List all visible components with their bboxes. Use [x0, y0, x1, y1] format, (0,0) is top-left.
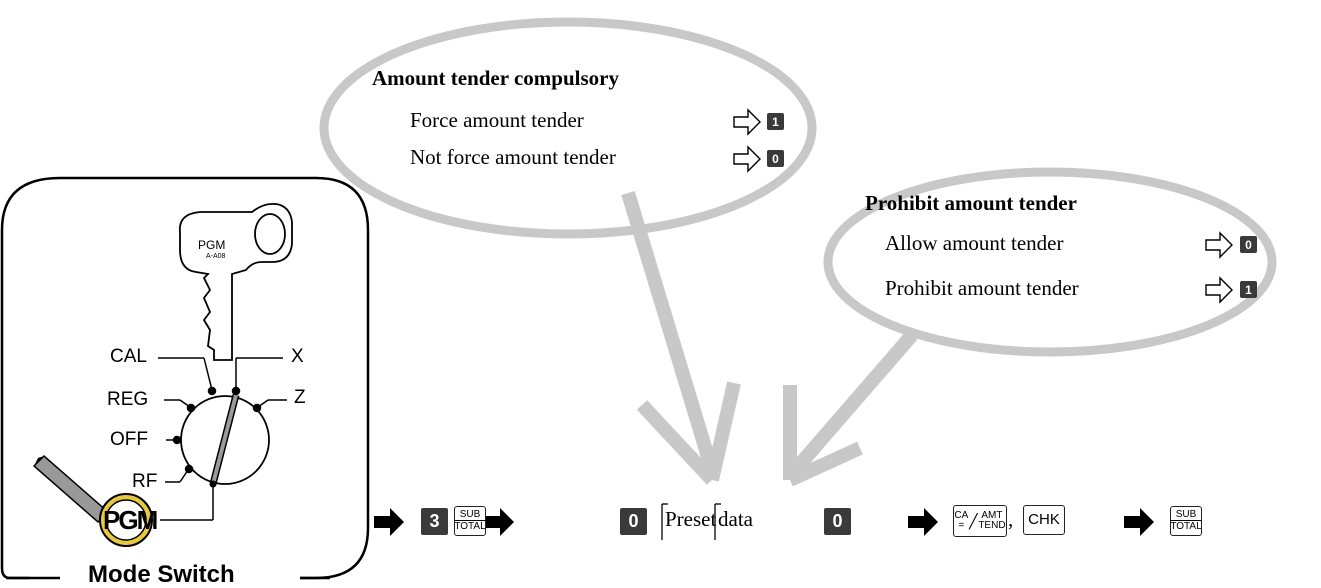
- position-cal[interactable]: CAL: [110, 346, 147, 367]
- option-force-label: Force amount tender: [410, 108, 584, 132]
- callout-force-title: Amount tender compulsory: [372, 66, 619, 90]
- mode-switch-caption: Mode Switch: [88, 561, 235, 588]
- equals-label: =: [958, 520, 965, 531]
- position-rf[interactable]: RF: [132, 471, 158, 492]
- final-subtotal-bottom: TOTAL: [1170, 520, 1202, 532]
- ca-label: CA: [954, 510, 969, 521]
- option-not-force-label: Not force amount tender: [410, 145, 616, 169]
- key-separator: ,: [1008, 507, 1014, 531]
- key-0-second[interactable]: 0: [824, 508, 851, 535]
- callout-force-bubble: [319, 17, 817, 239]
- pencil-icon: [32, 454, 153, 547]
- preset-data-brackets: [661, 503, 721, 540]
- chk-key[interactable]: CHK: [1023, 505, 1065, 535]
- option-prohibit-label: Prohibit amount tender: [885, 276, 1079, 300]
- subtotal-key-top: SUB: [459, 509, 481, 520]
- position-pgm-selected[interactable]: PGM: [103, 505, 158, 535]
- callout-prohibit-bubble: [823, 167, 1277, 357]
- sequence-arrows: [374, 508, 1154, 536]
- final-subtotal-key[interactable]: SUB TOTAL: [1170, 506, 1202, 536]
- option-force-key[interactable]: 1: [767, 113, 784, 130]
- callout-outline-arrows: [733, 108, 1233, 304]
- option-allow-label: Allow amount tender: [885, 231, 1064, 255]
- callout-force-arrow: [621, 190, 741, 485]
- amt-label: AMT: [981, 510, 1003, 521]
- final-subtotal-top: SUB: [1175, 509, 1197, 520]
- mode-leaders: [158, 357, 287, 521]
- option-not-force-key[interactable]: 0: [767, 150, 784, 167]
- key-0-first[interactable]: 0: [620, 508, 647, 535]
- callout-prohibit-arrow: [783, 330, 918, 487]
- pgm-key-icon: [178, 203, 293, 361]
- key-3[interactable]: 3: [421, 508, 448, 535]
- subtotal-key-bottom: TOTAL: [454, 520, 486, 532]
- key-label: PGM: [198, 238, 226, 252]
- subtotal-key[interactable]: SUB TOTAL: [454, 506, 486, 536]
- position-x[interactable]: X: [291, 346, 304, 367]
- preset-label: Preset: [665, 507, 717, 531]
- key-code: A-A08: [206, 253, 226, 260]
- position-reg[interactable]: REG: [107, 389, 149, 410]
- tend-label: TEND: [978, 520, 1006, 531]
- position-off[interactable]: OFF: [110, 429, 148, 450]
- ca-amt-tend-key[interactable]: CA = ╱ AMT TEND: [953, 505, 1007, 537]
- option-prohibit-key[interactable]: 1: [1240, 281, 1257, 298]
- option-allow-key[interactable]: 0: [1240, 236, 1257, 253]
- position-z[interactable]: Z: [294, 387, 306, 408]
- callout-prohibit-title: Prohibit amount tender: [865, 191, 1077, 215]
- data-label: data: [718, 507, 753, 531]
